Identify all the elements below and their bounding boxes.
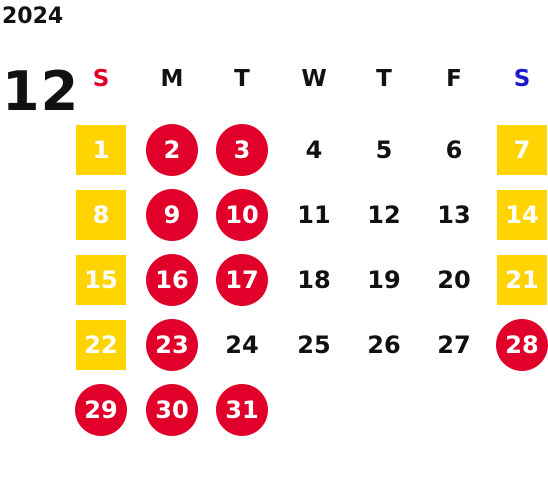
weekday-sun: S (92, 66, 110, 92)
day-cell-14: 14 (497, 190, 547, 240)
weekday-sat: S (513, 66, 531, 92)
day-cell-5: 5 (375, 136, 393, 164)
day-cell-16: 16 (146, 254, 198, 306)
month-number: 12 (2, 60, 80, 123)
day-cell-30: 30 (146, 384, 198, 436)
day-cell-31: 31 (216, 384, 268, 436)
day-cell-4: 4 (305, 136, 323, 164)
weekday-mon: M (160, 66, 184, 92)
day-cell-22: 22 (76, 320, 126, 370)
day-cell-27: 27 (437, 331, 471, 359)
day-cell-12: 12 (367, 201, 401, 229)
day-cell-8: 8 (76, 190, 126, 240)
day-cell-1: 1 (76, 125, 126, 175)
day-cell-19: 19 (367, 266, 401, 294)
day-cell-18: 18 (297, 266, 331, 294)
day-cell-11: 11 (297, 201, 331, 229)
day-cell-17: 17 (216, 254, 268, 306)
day-cell-29: 29 (75, 384, 127, 436)
day-cell-28: 28 (496, 319, 548, 371)
day-cell-25: 25 (297, 331, 331, 359)
weekday-tue: T (234, 66, 250, 92)
day-cell-9: 9 (146, 189, 198, 241)
day-cell-2: 2 (146, 124, 198, 176)
day-cell-24: 24 (225, 331, 259, 359)
day-cell-13: 13 (437, 201, 471, 229)
day-cell-26: 26 (367, 331, 401, 359)
day-cell-21: 21 (497, 255, 547, 305)
weekday-fri: F (446, 66, 462, 92)
weekday-thu: T (376, 66, 392, 92)
day-cell-15: 15 (76, 255, 126, 305)
day-cell-3: 3 (216, 124, 268, 176)
weekday-wed: W (301, 66, 327, 92)
day-cell-10: 10 (216, 189, 268, 241)
year-label: 2024 (2, 4, 64, 29)
day-cell-6: 6 (445, 136, 463, 164)
day-cell-23: 23 (146, 319, 198, 371)
day-cell-7: 7 (497, 125, 547, 175)
day-cell-20: 20 (437, 266, 471, 294)
